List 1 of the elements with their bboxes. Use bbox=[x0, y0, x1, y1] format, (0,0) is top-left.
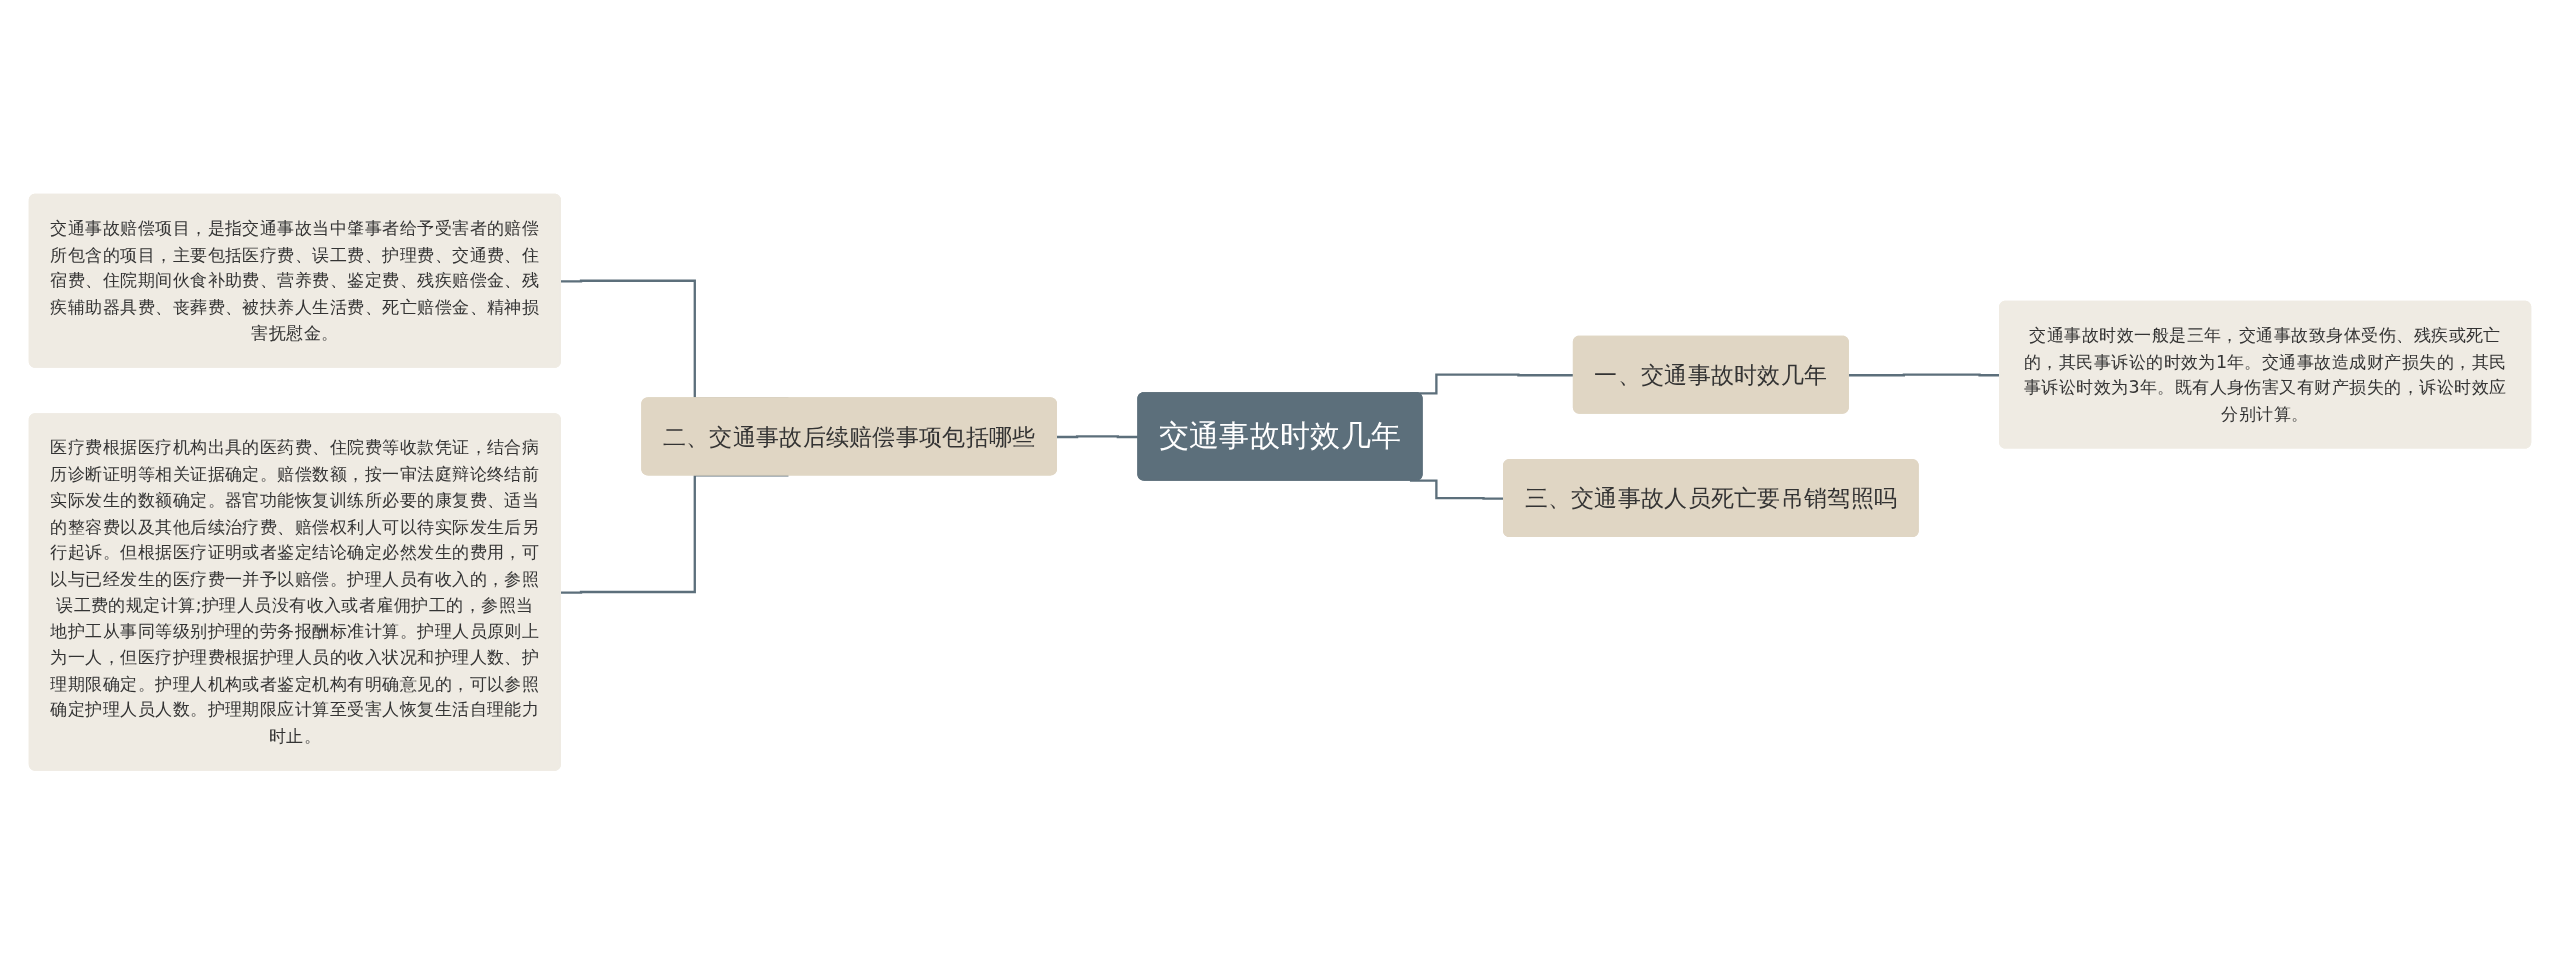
connector bbox=[560, 474, 789, 594]
